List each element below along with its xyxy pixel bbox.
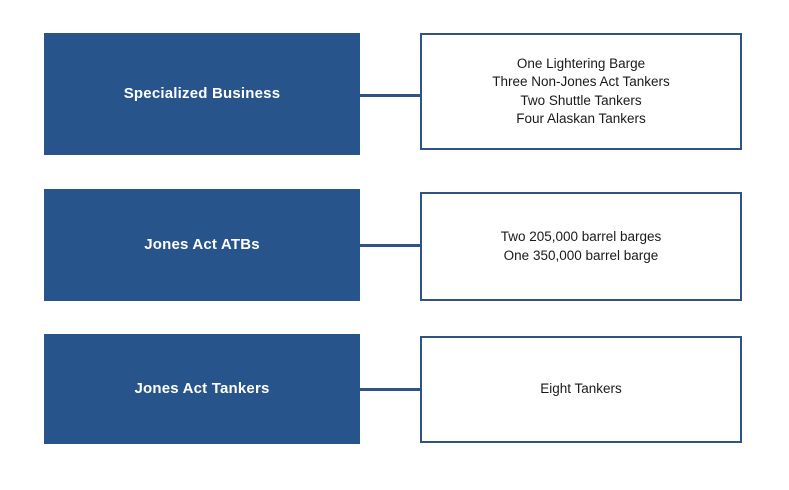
detail-box-jones-act-tankers[interactable]: Eight Tankers	[420, 336, 742, 443]
detail-line: One Lightering Barge	[516, 56, 646, 72]
category-label: Jones Act Tankers	[134, 379, 270, 397]
detail-line: Two Shuttle Tankers	[520, 92, 642, 108]
category-box-specialized-business[interactable]: Specialized Business	[44, 33, 360, 155]
detail-line: Four Alaskan Tankers	[516, 110, 646, 126]
category-box-jones-act-tankers[interactable]: Jones Act Tankers	[44, 334, 360, 444]
detail-list: One Lightering Barge Three Non-Jones Act…	[492, 55, 670, 128]
detail-list: Two 205,000 barrel barges One 350,000 ba…	[501, 228, 662, 264]
category-box-jones-act-atbs[interactable]: Jones Act ATBs	[44, 189, 360, 301]
detail-line: Three Non-Jones Act Tankers	[492, 74, 670, 90]
connector-line	[360, 244, 420, 247]
category-label: Jones Act ATBs	[144, 235, 260, 253]
connector-line	[360, 388, 420, 391]
detail-box-specialized-business[interactable]: One Lightering Barge Three Non-Jones Act…	[420, 33, 742, 150]
detail-line: Two 205,000 barrel barges	[500, 229, 662, 245]
category-label: Specialized Business	[123, 84, 281, 102]
detail-line: One 350,000 barrel barge	[503, 247, 659, 263]
detail-list: Eight Tankers	[540, 380, 622, 398]
detail-line: Eight Tankers	[540, 381, 622, 397]
connector-line	[360, 94, 420, 97]
detail-box-jones-act-atbs[interactable]: Two 205,000 barrel barges One 350,000 ba…	[420, 192, 742, 301]
